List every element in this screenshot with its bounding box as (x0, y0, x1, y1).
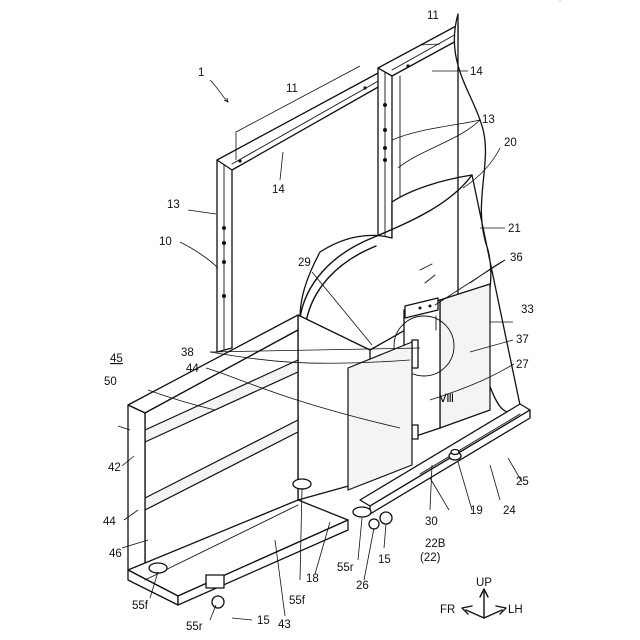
label-55f-left: 55f (132, 600, 149, 612)
latch-lower (412, 425, 418, 439)
left-post (217, 156, 232, 352)
label-20: 20 (504, 137, 517, 149)
compass-up: UP (476, 577, 492, 589)
compass-front: FR (440, 604, 455, 616)
label-19: 19 (470, 505, 483, 517)
sheet (440, 284, 490, 428)
label-24: 24 (503, 505, 516, 517)
wheel-right-2 (369, 519, 379, 529)
label-11-left: 11 (286, 83, 298, 95)
caster-55r-left (206, 575, 224, 588)
label-46: 46 (109, 548, 122, 560)
label-43: 43 (278, 619, 291, 631)
wheel-left (212, 596, 224, 608)
label-18: 18 (306, 573, 319, 585)
label-36: 36 (510, 252, 523, 264)
label-13-right: 13 (482, 114, 495, 126)
label-11-right: 11 (427, 10, 439, 22)
label-22B: 22B (425, 538, 446, 550)
label-33: 33 (521, 304, 534, 316)
label-30: 30 (425, 516, 438, 528)
label-14-right: 14 (470, 66, 483, 78)
main-box (128, 315, 412, 608)
label-10: 10 (159, 236, 172, 248)
right-rail (378, 25, 458, 76)
label-22: (22) (420, 552, 441, 564)
label-21: 21 (508, 223, 521, 235)
side-wall-46 (128, 405, 145, 580)
label-37: 37 (516, 334, 529, 346)
label-38: 38 (181, 347, 194, 359)
compass-left: LH (508, 604, 523, 616)
label-14-left: 14 (272, 184, 285, 196)
left-rail (217, 72, 380, 170)
label-55r-left: 55r (186, 621, 203, 633)
label-29: 29 (298, 257, 311, 269)
label-44-bottom: 44 (103, 516, 116, 528)
caster-55f-left (149, 563, 167, 573)
label-1: 1 (198, 67, 204, 79)
label-55f-right: 55f (289, 595, 306, 607)
label-42: 42 (108, 462, 121, 474)
label-50: 50 (104, 376, 117, 388)
label-25: 25 (516, 476, 529, 488)
divider-30 (348, 342, 412, 490)
compass (462, 589, 506, 618)
latch (412, 340, 418, 368)
label-45: 45 (110, 353, 123, 365)
label-55r-right: 55r (337, 562, 354, 574)
label-detail: Ⅷ (439, 393, 454, 405)
label-15-right: 15 (378, 554, 391, 566)
label-26: 26 (356, 580, 369, 592)
caster-55f-right (293, 479, 311, 489)
wheel-right (380, 512, 392, 524)
label-13-left: 13 (167, 199, 180, 211)
caster-55r-right (353, 507, 371, 517)
label-27: 27 (516, 359, 529, 371)
label-44-top: 44 (186, 363, 199, 375)
label-15-left: 15 (257, 615, 270, 627)
